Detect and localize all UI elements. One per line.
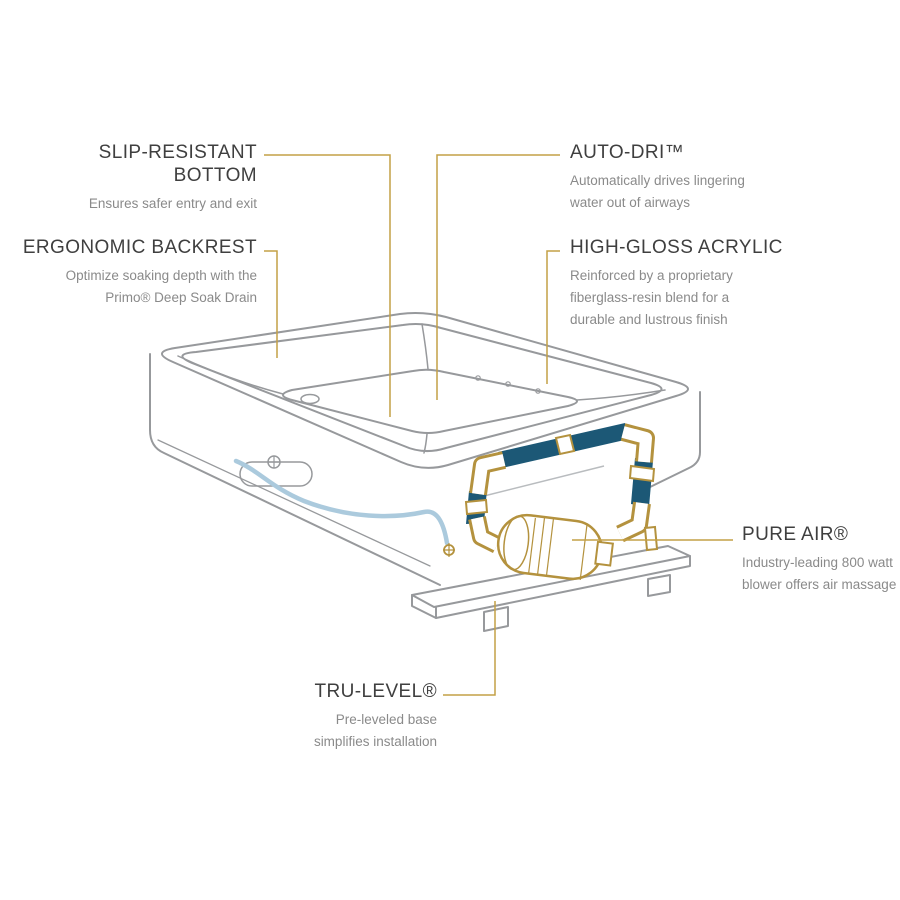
callout-tru-level: TRU-LEVEL® Pre-leveled base simplifies i… xyxy=(197,681,437,753)
drain-hose xyxy=(233,458,450,546)
callout-title: PURE AIR® xyxy=(742,524,849,545)
callout-title: SLIP-RESISTANT BOTTOM xyxy=(98,142,257,186)
callout-line-high-gloss-acrylic xyxy=(546,250,560,384)
callout-description-line: Primo® Deep Soak Drain xyxy=(105,290,257,306)
callout-title: AUTO-DRI™ xyxy=(570,142,685,163)
pipe-elbow-cores xyxy=(471,426,652,551)
right-riser-pipe xyxy=(631,458,653,507)
callout-description-line: durable and lustrous finish xyxy=(570,312,728,328)
tub-outer-rim xyxy=(161,312,689,469)
callout-lines xyxy=(264,154,733,696)
callout-description-line: Reinforced by a proprietary xyxy=(570,267,733,283)
callout-description-line: Optimize soaking depth with the xyxy=(65,267,257,283)
callout-title: ERGONOMIC BACKREST xyxy=(22,237,257,258)
callout-ergonomic-backrest: ERGONOMIC BACKREST Optimize soaking dept… xyxy=(17,237,257,309)
callout-title: TRU-LEVEL® xyxy=(314,681,437,702)
tub-apron xyxy=(149,353,701,586)
callout-description-line: water out of airways xyxy=(570,195,691,211)
callout-line-ergonomic-backrest xyxy=(264,250,278,358)
air-jet-hole xyxy=(475,375,481,381)
air-jet-hole xyxy=(535,388,541,394)
callout-description-line: Automatically drives lingering xyxy=(570,172,745,188)
tub-line-art xyxy=(149,312,701,632)
callout-description-line: Industry-leading 800 watt xyxy=(742,554,893,570)
pipe-fittings xyxy=(464,433,659,552)
basin-floor xyxy=(282,368,578,434)
base-foot xyxy=(483,606,509,632)
air-supply-line xyxy=(479,465,605,498)
drain-icon xyxy=(300,393,320,405)
left-union-fitting xyxy=(464,498,489,516)
right-union-fitting xyxy=(628,464,656,483)
pipe-clamp xyxy=(554,433,576,456)
callout-pure-air: PURE AIR® Industry-leading 800 watt blow… xyxy=(742,524,897,596)
base-foot xyxy=(647,574,671,597)
base-stub-pipe xyxy=(643,525,659,552)
blower-outlet xyxy=(594,540,614,567)
tub-basin xyxy=(177,323,666,454)
callout-line-tru-level xyxy=(443,601,496,696)
air-control-valve xyxy=(443,543,455,557)
callout-high-gloss-acrylic: HIGH-GLOSS ACRYLIC Reinforced by a propr… xyxy=(570,237,810,332)
callout-auto-dri: AUTO-DRI™ Automatically drives lingering… xyxy=(570,142,810,214)
callout-line-auto-dri xyxy=(436,154,560,400)
callout-description-line: simplifies installation xyxy=(313,734,437,750)
callout-description-line: Ensures safer entry and exit xyxy=(88,195,257,211)
callout-slip-resistant-bottom: SLIP-RESISTANT BOTTOM Ensures safer entr… xyxy=(17,142,257,215)
air-jet-hole xyxy=(505,381,511,387)
callout-line-slip-resistant xyxy=(264,154,391,417)
callout-description-line: fiberglass-resin blend for a xyxy=(570,290,730,306)
callout-description-line: blower offers air massage xyxy=(742,577,897,593)
callout-description-line: Pre-leveled base xyxy=(335,711,437,727)
callout-title: HIGH-GLOSS ACRYLIC xyxy=(570,237,783,258)
air-blower xyxy=(496,513,614,581)
